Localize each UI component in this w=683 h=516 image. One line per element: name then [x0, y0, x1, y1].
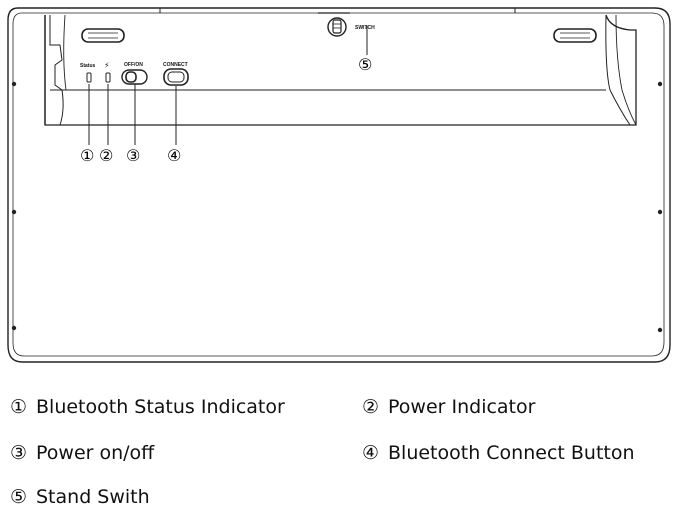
legend-number: ⑤: [10, 486, 28, 508]
power-led: [105, 72, 111, 83]
callout-3: ③: [126, 146, 140, 165]
legend-text: Bluetooth Connect Button: [388, 442, 635, 464]
callout-2: ②: [99, 146, 113, 165]
bluetooth-status-led: [86, 72, 92, 83]
screw-holes: [11, 81, 663, 333]
legend-text: Power on/off: [36, 442, 155, 464]
stand-housing: [44, 14, 637, 126]
status-label: Status: [80, 63, 96, 69]
callout-4: ④: [167, 146, 181, 165]
legend-item-3: ③ Power on/off: [10, 442, 154, 464]
keyboard-back-diagram: SWITCH Status ⚡ OFF/ON CONNECT ① ② ③ ④ ⑤: [7, 7, 671, 363]
legend-item-5: ⑤ Stand Swith: [10, 486, 150, 508]
switch-label: SWITCH: [355, 25, 375, 31]
callout-1: ①: [80, 146, 94, 165]
legend-number: ②: [362, 396, 380, 418]
legend-text: Bluetooth Status Indicator: [36, 396, 285, 418]
legend-number: ④: [362, 442, 380, 464]
legend-item-1: ① Bluetooth Status Indicator: [10, 396, 285, 418]
connect-label: CONNECT: [163, 62, 188, 68]
callout-lines: [88, 26, 368, 145]
legend-item-4: ④ Bluetooth Connect Button: [362, 442, 635, 464]
left-foot-slot: [81, 28, 125, 43]
legend-item-2: ② Power Indicator: [362, 396, 535, 418]
legend-text: Stand Swith: [36, 486, 150, 508]
legend-number: ③: [10, 442, 28, 464]
legend-number: ①: [10, 396, 28, 418]
power-symbol: ⚡: [104, 61, 110, 70]
callout-5: ⑤: [358, 55, 372, 74]
keyboard-outline: [7, 7, 671, 363]
right-foot-slot: [553, 28, 597, 43]
legend-text: Power Indicator: [388, 396, 536, 418]
off-on-label: OFF/ON: [124, 62, 143, 68]
